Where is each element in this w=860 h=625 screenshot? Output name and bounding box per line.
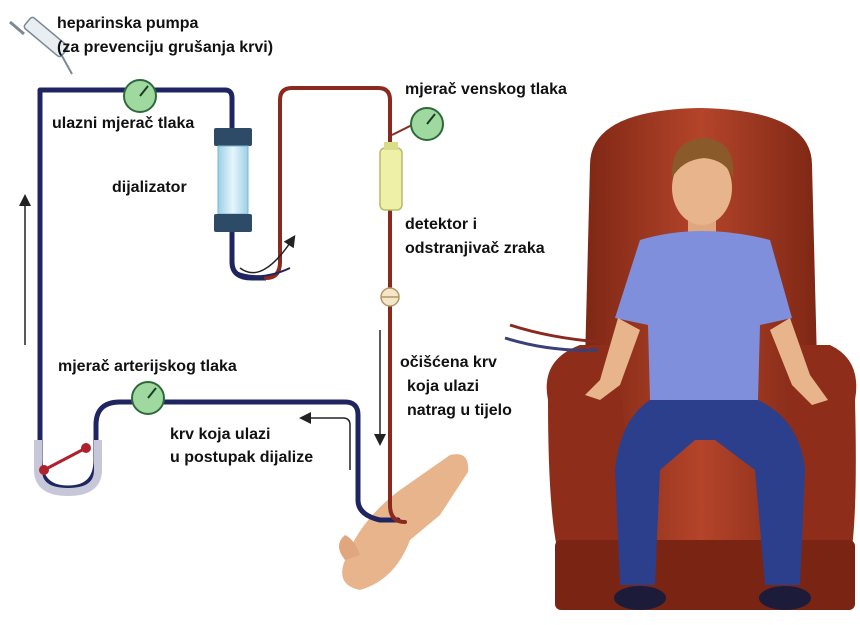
inlet-gauge-icon — [124, 80, 156, 112]
dialyzer-icon — [214, 128, 252, 232]
dialyzer-label: dijalizator — [112, 179, 187, 196]
air-detector-label: detektor i — [405, 216, 477, 233]
arterial-gauge-icon — [132, 382, 164, 414]
air-trap-icon — [380, 142, 402, 210]
clean-blood-label: očišćena krv — [400, 354, 497, 371]
blood-in-sublabel: u postupak dijalize — [170, 449, 313, 466]
venous-gauge-label: mjerač venskog tlaka — [405, 81, 567, 98]
heparin-pump-label: heparinska pumpa — [57, 15, 198, 32]
inlet-gauge-label: ulazni mjerač tlaka — [52, 115, 194, 132]
air-detector-sublabel: odstranjivač zraka — [405, 240, 545, 257]
arterial-gauge-label: mjerač arterijskog tlaka — [58, 358, 237, 375]
pump-icon — [38, 440, 98, 492]
arrow-icon — [240, 240, 292, 273]
heparin-pump-sublabel: (za prevenciju grušanja krvi) — [57, 39, 273, 56]
venous-gauge-icon — [392, 108, 443, 140]
clean-blood-sublabel-1: koja ulazi — [407, 378, 479, 395]
clean-blood-sublabel-2: natrag u tijelo — [407, 402, 512, 419]
blood-in-label: krv koja ulazi — [170, 426, 271, 443]
clamp-icon — [381, 288, 399, 306]
